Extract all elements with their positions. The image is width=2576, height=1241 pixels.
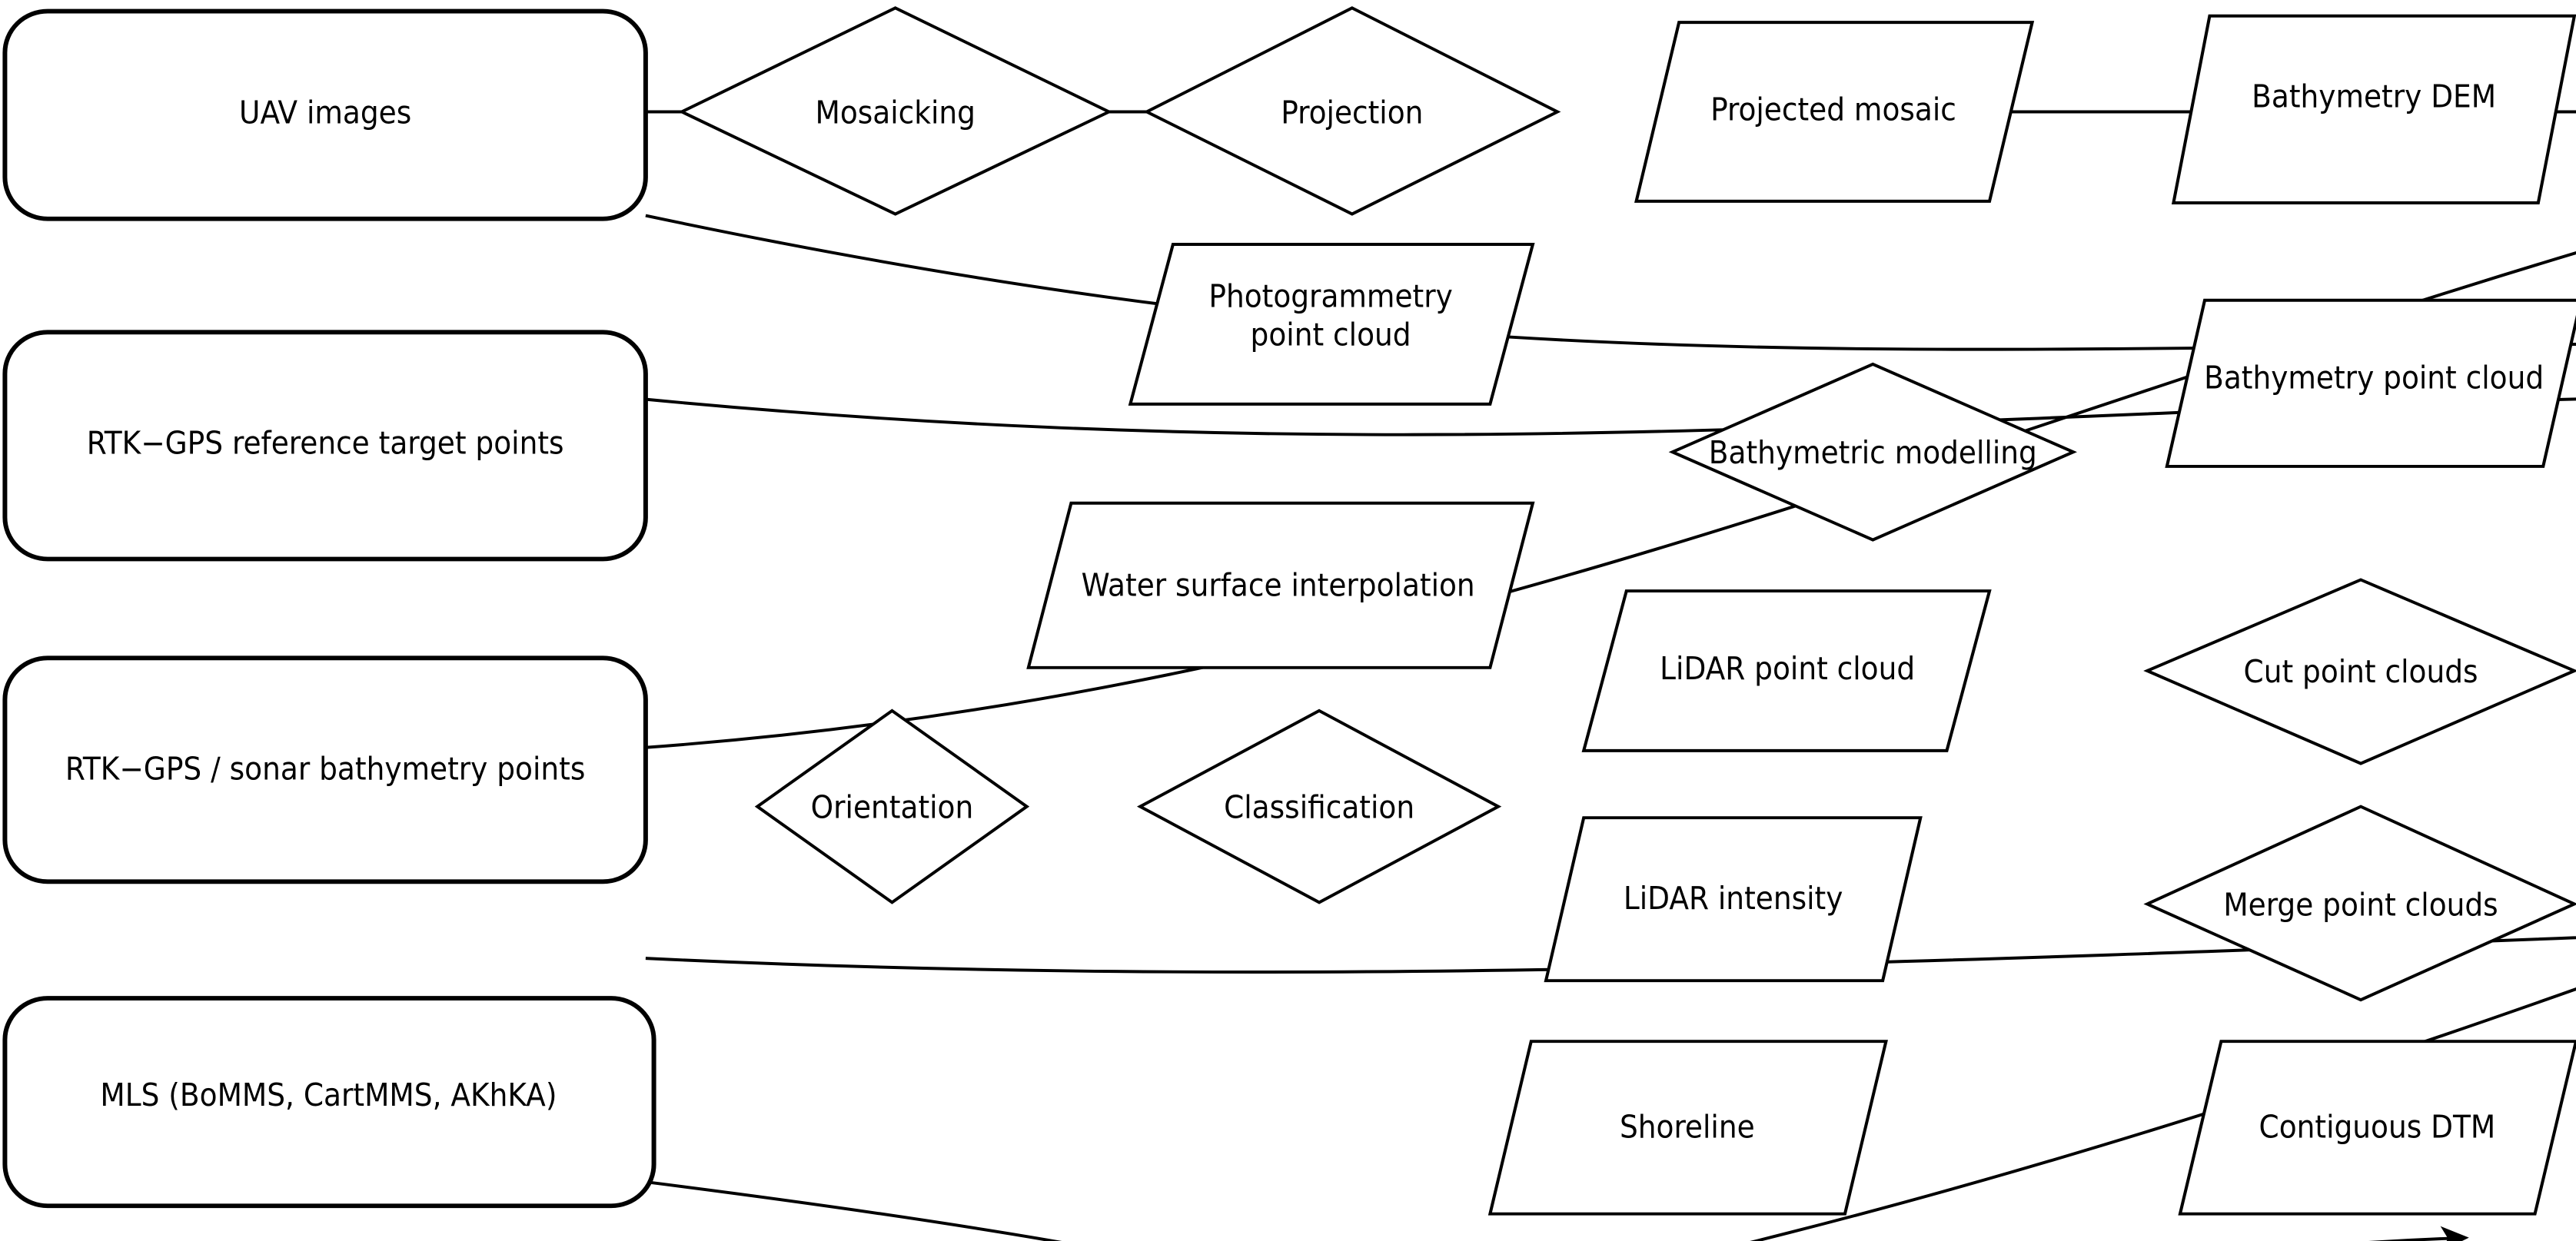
rtk-gps-sonar-box — [2, 655, 648, 884]
shoreline-shape — [1487, 1040, 1888, 1216]
projection-shape — [1143, 6, 1561, 216]
node-orientation[interactable]: Orientation — [754, 708, 1030, 904]
node-projection[interactable]: Projection — [1143, 6, 1561, 216]
cut-point-clouds-shape — [2143, 578, 2576, 765]
node-mosaicking[interactable]: Mosaicking — [678, 6, 1113, 216]
edge-rtksonar-to-orientation — [645, 1180, 1062, 1241]
orientation-shape — [754, 708, 1030, 904]
node-bathymetry-dem[interactable]: Bathymetry DEM — [2171, 14, 2576, 204]
edge-rtkref-to-projection — [645, 251, 2576, 749]
node-bathymetric-modelling[interactable]: Bathymetric modelling — [1668, 362, 2077, 542]
water-surface-shape — [1026, 501, 1535, 669]
node-water-surface[interactable]: Water surface interpolation — [1026, 501, 1535, 669]
bathymetry-dem-shape — [2171, 14, 2576, 204]
node-lidar-point-cloud[interactable]: LiDAR point cloud — [1581, 589, 1992, 752]
node-uav-images[interactable]: UAV images — [2, 8, 648, 221]
uav-images-shape — [2, 8, 648, 221]
mls-box — [2, 996, 656, 1209]
node-mls[interactable]: MLS (BoMMS, CartMMS, AKhKA) — [2, 996, 656, 1209]
node-merge-point-clouds[interactable]: Merge point clouds — [2143, 805, 2576, 1002]
edge-rtksonar-to-bathymetry-dem — [1750, 987, 2576, 1241]
node-shoreline[interactable]: Shoreline — [1487, 1040, 1888, 1216]
node-cut-point-clouds[interactable]: Cut point clouds — [2143, 578, 2576, 765]
rtk-gps-reference-box — [2, 330, 648, 562]
lidar-point-cloud-shape — [1581, 589, 1992, 752]
edge-rtksonar-to-water-surface — [2368, 1226, 2469, 1241]
node-bathymetry-point-cloud[interactable]: Bathymetry point cloud — [2165, 298, 2576, 468]
node-photogrammetry-point-cloud[interactable]: Photogrammetry point cloud — [1128, 243, 1535, 406]
photogrammetry-point-cloud-shape — [1128, 243, 1535, 406]
mosaicking-shape — [678, 6, 1113, 216]
lidar-intensity-shape — [1544, 816, 1923, 983]
contiguous-dtm-shape — [2178, 1040, 2576, 1216]
node-lidar-intensity[interactable]: LiDAR intensity — [1544, 816, 1923, 983]
projected-mosaic-shape — [1634, 21, 2035, 203]
bathymetric-modelling-shape — [1668, 362, 2077, 542]
bathymetry-point-cloud-shape — [2165, 298, 2576, 468]
classification-shape — [1136, 708, 1502, 904]
node-projected-mosaic[interactable]: Projected mosaic — [1634, 21, 2035, 203]
edge-rtkref-to-bathymetric-modelling — [645, 936, 2576, 974]
node-rtk-gps-sonar[interactable]: RTK−GPS / sonar bathymetry points — [2, 655, 648, 884]
node-classification[interactable]: Classification — [1136, 708, 1502, 904]
node-rtk-gps-reference[interactable]: RTK−GPS reference target points — [2, 330, 648, 562]
merge-point-clouds-shape — [2143, 805, 2576, 1002]
node-contiguous-dtm[interactable]: Contiguous DTM — [2178, 1040, 2576, 1216]
